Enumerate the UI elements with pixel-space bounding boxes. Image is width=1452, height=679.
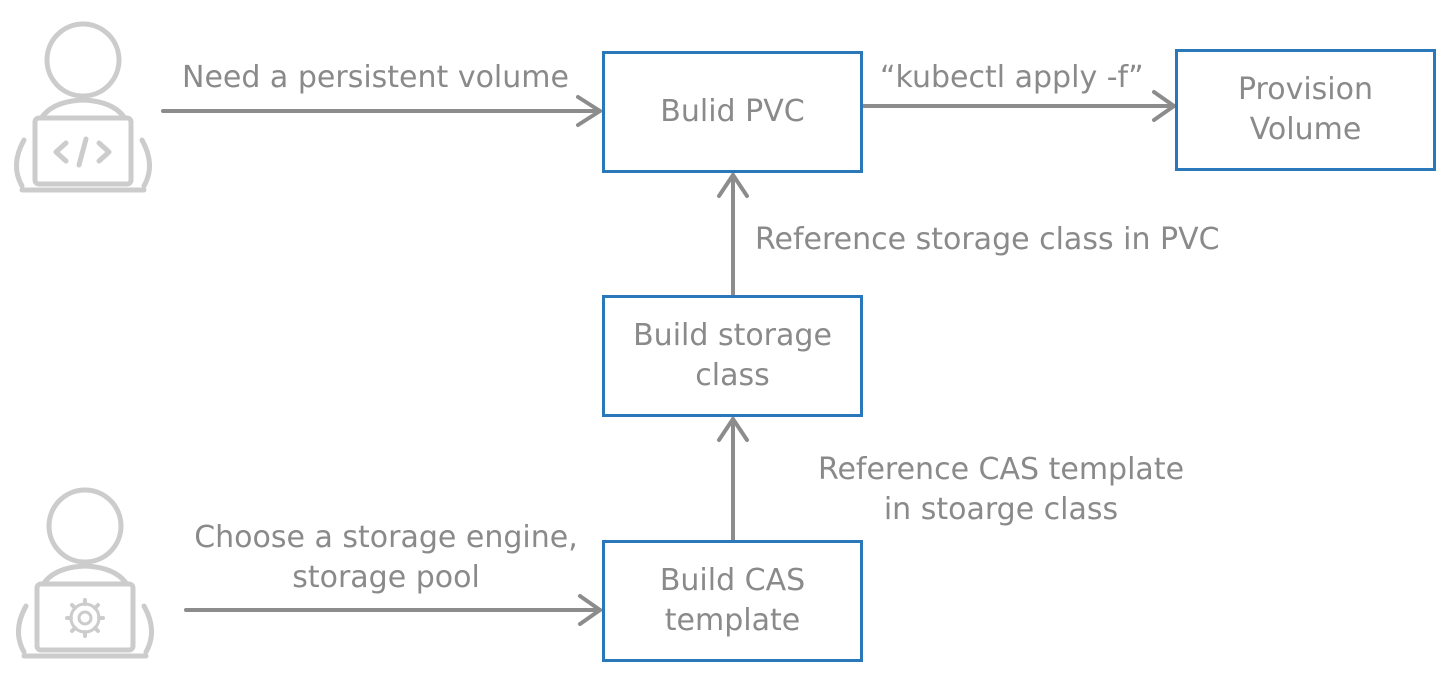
edge-label-need-pv-line-1: Need a persistent volume bbox=[182, 60, 569, 95]
developer-code-icon bbox=[14, 21, 152, 193]
arrow-kubectl-apply bbox=[862, 90, 1176, 122]
box-build-storage-class-line-2: class bbox=[695, 358, 770, 393]
edge-label-ref-cas-in-sc: Reference CAS template in stoarge class bbox=[800, 450, 1202, 530]
box-build-cas-template: Build CAS template bbox=[602, 540, 863, 662]
box-build-storage-class-line-1: Build storage bbox=[633, 318, 832, 353]
admin-gear-icon bbox=[16, 487, 154, 659]
box-build-storage-class: Build storage class bbox=[602, 295, 863, 417]
arrow-ref-cas-in-sc bbox=[717, 417, 749, 542]
edge-label-kubectl-apply-line-1: “kubectl apply -f” bbox=[880, 60, 1144, 95]
edge-label-ref-sc-in-pvc-line-1: Reference storage class in PVC bbox=[755, 222, 1220, 257]
box-build-cas-template-line-1: Build CAS bbox=[659, 563, 806, 598]
edge-label-need-pv: Need a persistent volume bbox=[182, 58, 569, 98]
arrow-need-pv bbox=[161, 95, 602, 127]
edge-label-choose-engine-line-2: storage pool bbox=[292, 560, 480, 595]
edge-label-ref-cas-in-sc-line-1: Reference CAS template bbox=[817, 452, 1185, 487]
arrow-choose-engine bbox=[184, 594, 602, 626]
box-build-pvc: Bulid PVC bbox=[602, 51, 863, 173]
edge-label-ref-sc-in-pvc: Reference storage class in PVC bbox=[755, 220, 1220, 260]
box-provision-volume-line-1: Provision bbox=[1237, 72, 1373, 107]
box-build-cas-template-line-2: template bbox=[664, 603, 801, 638]
box-build-pvc-line-1: Bulid PVC bbox=[660, 94, 805, 129]
box-provision-volume-line-2: Volume bbox=[1249, 112, 1362, 147]
arrow-ref-sc-in-pvc bbox=[717, 173, 749, 296]
edge-label-choose-engine-line-1: Choose a storage engine, bbox=[194, 520, 578, 555]
edge-label-kubectl-apply: “kubectl apply -f” bbox=[880, 58, 1144, 98]
edge-label-choose-engine: Choose a storage engine, storage pool bbox=[176, 518, 596, 598]
edge-label-ref-cas-in-sc-line-2: in stoarge class bbox=[883, 492, 1119, 527]
